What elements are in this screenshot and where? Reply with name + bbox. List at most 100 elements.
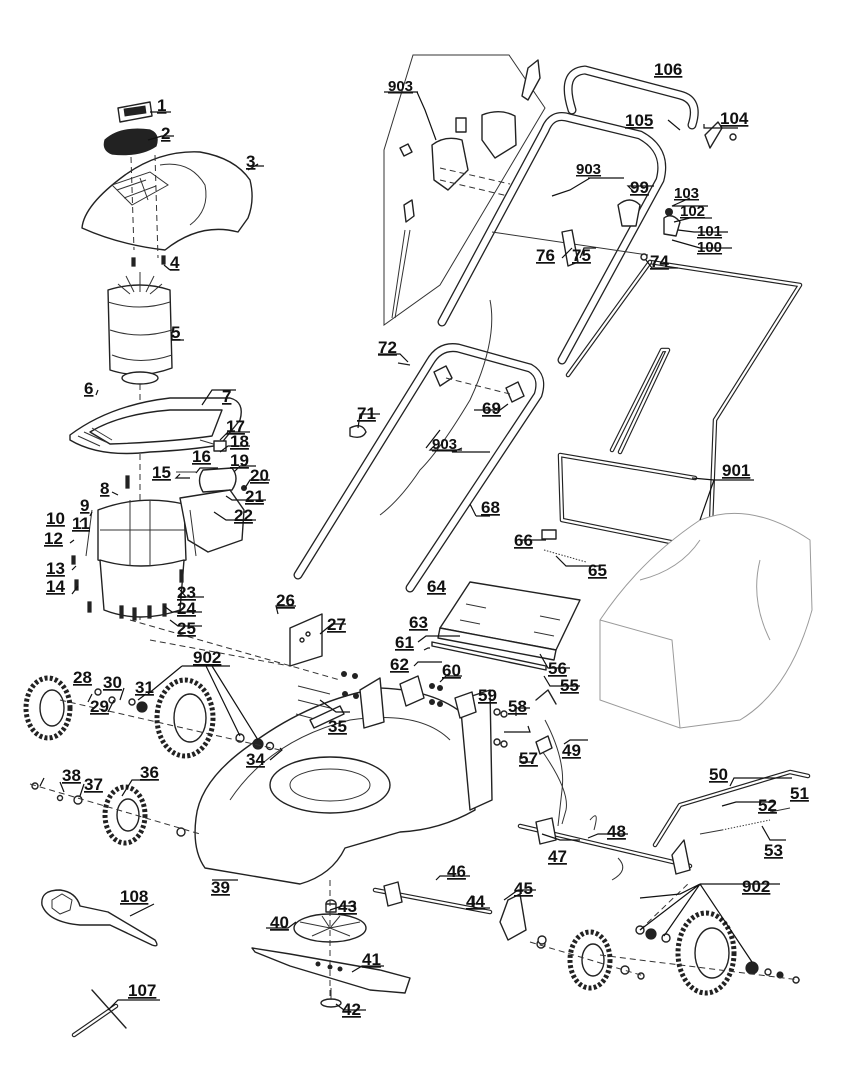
housing-screws: [71, 475, 184, 621]
leader-lines: [39, 48, 792, 1011]
label-part-51: 51: [790, 784, 809, 803]
label-part-45: 45: [514, 879, 533, 898]
capacitor: [198, 467, 247, 493]
label-part-103: 103: [674, 185, 699, 202]
label-part-58: 58: [508, 697, 527, 716]
label-part-16: 16: [192, 447, 211, 466]
label-part-36: 36: [140, 763, 159, 782]
terminal-block: [176, 440, 227, 473]
blade-bolt: [320, 988, 342, 1008]
rear-left-wheel-outer: [23, 675, 73, 741]
upper-handle-bar: [437, 112, 667, 365]
label-part-19: 19: [230, 451, 249, 470]
lower-handle: [293, 343, 545, 593]
rear-flap: [437, 581, 581, 661]
adjustment-lever: [652, 769, 811, 848]
label-part-37: 37: [84, 775, 103, 794]
label-part-5: 5: [171, 323, 180, 342]
label-part-23: 23: [177, 583, 196, 602]
label-part-49: 49: [562, 741, 581, 760]
label-part-8: 8: [100, 479, 109, 498]
label-part-902-right: 902: [742, 877, 770, 896]
label-part-24: 24: [177, 599, 196, 618]
label-part-9: 9: [80, 496, 89, 515]
label-part-30: 30: [103, 673, 122, 692]
label-part-1: 1: [157, 96, 166, 115]
switch-box-callout-frame: [383, 54, 546, 326]
deck-side-plate: [289, 613, 323, 667]
label-part-74: 74: [650, 252, 669, 271]
height-adjust-cable: [535, 735, 567, 825]
label-part-76: 76: [536, 246, 555, 265]
label-part-55: 55: [560, 676, 579, 695]
label-part-108: 108: [120, 887, 148, 906]
label-part-41: 41: [362, 950, 381, 969]
label-part-75: 75: [572, 246, 591, 265]
label-part-62: 62: [390, 655, 409, 674]
power-cable: [379, 299, 493, 516]
label-part-100: 100: [697, 239, 722, 256]
motor-mounting-plate: [69, 397, 242, 455]
label-part-99: 99: [630, 178, 649, 197]
label-part-59: 59: [478, 686, 497, 705]
label-part-61: 61: [395, 633, 414, 652]
label-part-72: 72: [378, 338, 397, 357]
label-part-17: 17: [226, 417, 245, 436]
label-part-901: 901: [722, 461, 750, 480]
label-part-27: 27: [327, 615, 346, 634]
cable-clip-bracket: [561, 229, 579, 267]
label-part-18: 18: [230, 432, 249, 451]
hood-badge: [117, 101, 153, 123]
label-part-2: 2: [161, 124, 170, 143]
label-part-15: 15: [152, 463, 171, 482]
wheel-bearings-and-nuts: [31, 688, 800, 984]
label-part-38: 38: [62, 766, 81, 785]
label-part-42: 42: [342, 1000, 361, 1019]
right-side-clamp: [617, 199, 681, 261]
label-part-64: 64: [427, 577, 446, 596]
flap-spring: [541, 529, 587, 563]
label-part-71: 71: [357, 404, 376, 423]
label-part-48: 48: [607, 822, 626, 841]
upper-handle-grip: [563, 65, 699, 130]
label-part-14: 14: [46, 577, 65, 596]
label-part-104: 104: [720, 109, 749, 128]
label-part-102: 102: [680, 203, 705, 220]
label-part-63: 63: [409, 613, 428, 632]
label-part-69: 69: [482, 399, 501, 418]
label-part-34: 34: [246, 750, 265, 769]
part-labels: 1 2 3 4 5 6 7 8 9 10 11 12 13 14 15 16 1…: [44, 60, 809, 1019]
rear-right-wheel: [675, 910, 737, 996]
rear-axle-assembly: [517, 815, 693, 881]
label-part-105: 105: [625, 111, 653, 130]
label-part-26: 26: [276, 591, 295, 610]
mower-deck: [194, 677, 493, 885]
label-part-903-switch: 903: [576, 161, 601, 178]
motor-carrier-housing: [85, 489, 245, 618]
label-part-46: 46: [447, 862, 466, 881]
label-part-40: 40: [270, 913, 289, 932]
t-wrench-tool: [71, 989, 127, 1038]
label-part-50: 50: [709, 765, 728, 784]
label-part-28: 28: [73, 668, 92, 687]
label-part-43: 43: [338, 897, 357, 916]
label-part-31: 31: [135, 678, 154, 697]
label-part-3: 3: [246, 152, 255, 171]
label-part-66: 66: [514, 531, 533, 550]
label-part-13: 13: [46, 559, 65, 578]
label-part-44: 44: [466, 892, 485, 911]
handle-knobs: [349, 362, 525, 439]
label-part-107: 107: [128, 981, 156, 1000]
label-part-29: 29: [90, 697, 109, 716]
label-part-902-left: 902: [193, 648, 221, 667]
label-part-60: 60: [442, 661, 461, 680]
fan-impeller: [293, 913, 367, 943]
front-left-wheel: [102, 784, 148, 846]
motor: [107, 272, 173, 385]
hood-screws: [131, 255, 166, 267]
label-part-20: 20: [250, 466, 269, 485]
label-part-57: 57: [519, 749, 538, 768]
label-part-65: 65: [588, 561, 607, 580]
front-axle-assembly: [372, 881, 547, 945]
